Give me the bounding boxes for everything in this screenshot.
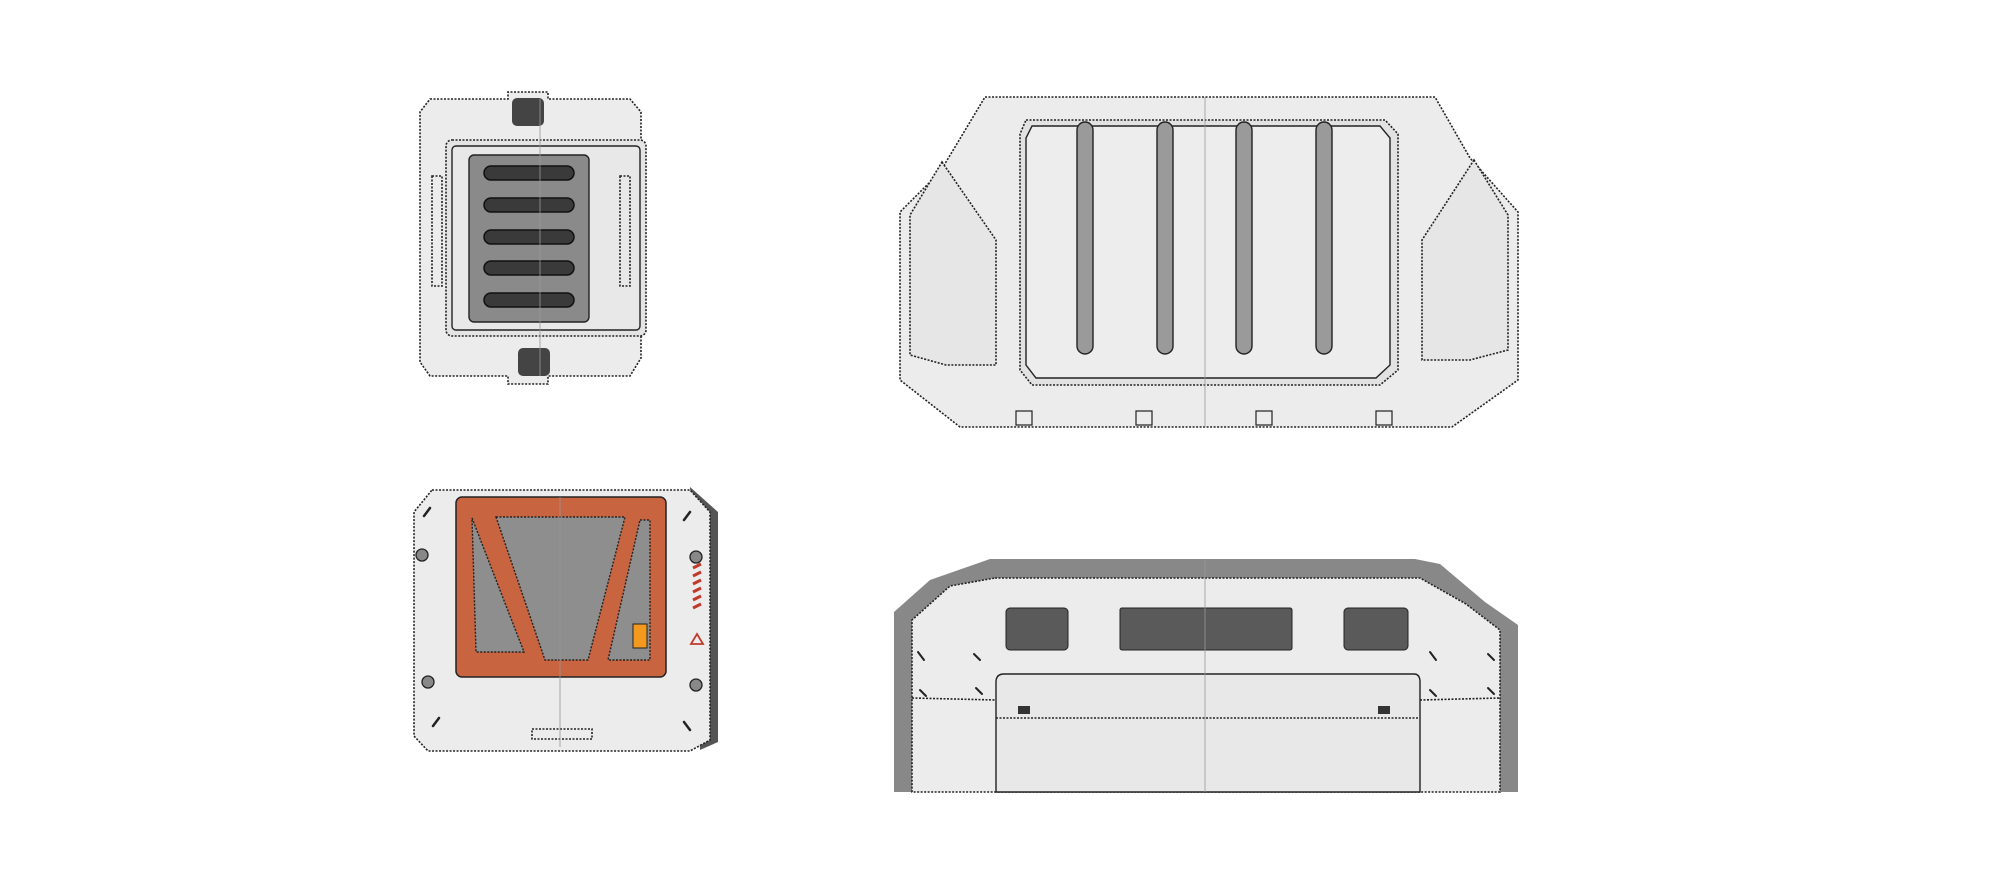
warning-tag: [632, 623, 648, 649]
rib-panel: [899, 96, 1519, 428]
grille-vents: [1005, 607, 1409, 651]
grille-panel: [894, 559, 1518, 793]
warning-stripes: [692, 562, 702, 610]
vent-slots: [483, 165, 575, 308]
handle-bottom: [518, 348, 550, 376]
warning-triangle-icon: [689, 632, 705, 645]
window-panel: [413, 487, 718, 752]
vent-hatch-panel: [419, 91, 647, 385]
handle-top: [512, 98, 544, 126]
vertical-ribs: [1076, 121, 1333, 355]
